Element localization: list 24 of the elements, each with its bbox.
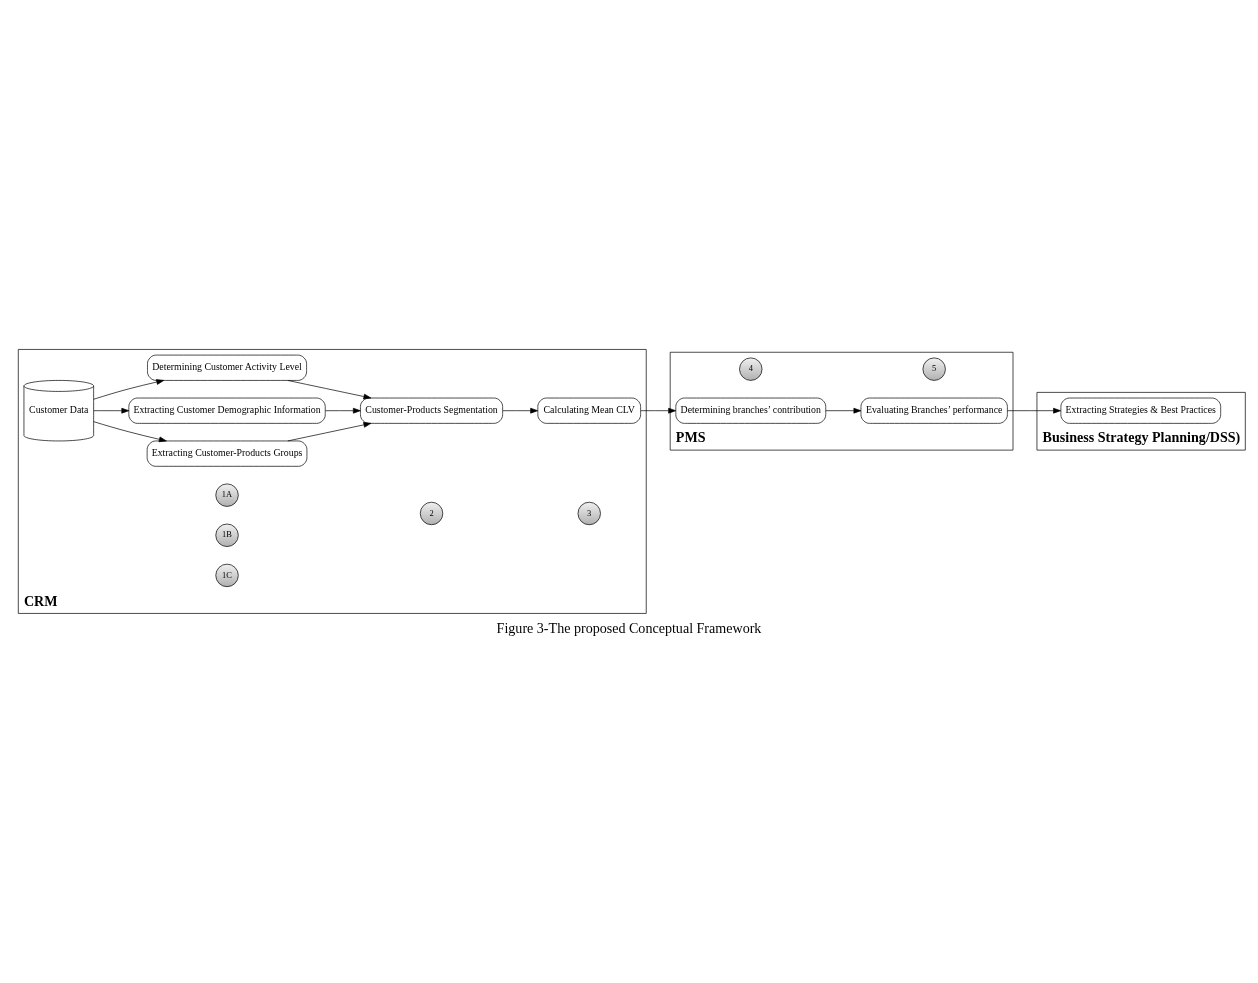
node-box: Extracting Strategies & Best Practices [1060,397,1222,424]
arrow [325,407,361,413]
arrow [502,407,538,413]
node-circle: 1B [215,523,239,547]
node-circle: 1A [215,483,239,507]
node-box: Determining branches’ contribution [675,397,827,424]
arrow [93,407,130,413]
node-box: Determining Customer Activity Level [147,354,307,381]
caption: Figure 3-The proposed Conceptual Framework [496,619,762,636]
node-box: Evaluating Branches’ performance [860,397,1008,424]
arrow [640,407,676,413]
node-box: Extracting Customer-Products Groups [146,440,308,467]
node-circle: 3 [577,501,601,525]
node-box: Customer-Products Segmentation [360,397,503,424]
node-circle: 2 [419,501,444,525]
node-circle: 4 [739,357,763,381]
node-box: Calculating Mean CLV [537,397,641,424]
node-circle: 1C [215,563,239,587]
node-box: Extracting Customer Demographic Information [128,397,326,424]
node-circle: 5 [922,357,946,381]
arrow [1007,407,1061,413]
arrow [93,378,165,400]
arrow [93,420,167,442]
arrow [825,407,862,413]
